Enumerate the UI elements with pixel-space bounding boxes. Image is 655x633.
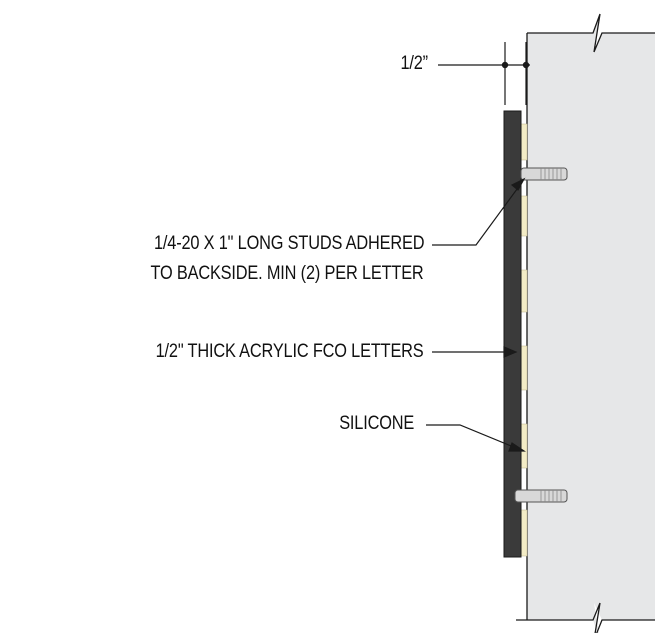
letters-leader <box>432 346 518 358</box>
gap-dimension <box>438 42 530 105</box>
letters-label: 1/2" THICK ACRYLIC FCO LETTERS <box>156 341 424 362</box>
studs-leader <box>432 177 526 246</box>
studs-label-line2: TO BACKSIDE. MIN (2) PER LETTER <box>150 263 424 284</box>
studs-label-line1: 1/4-20 X 1" LONG STUDS ADHERED <box>153 233 425 254</box>
stud-top <box>520 167 568 181</box>
gap-dimension-label: 1/2” <box>400 53 429 74</box>
wall-body <box>527 14 655 633</box>
silicone-leader <box>426 424 526 452</box>
silicone-label: SILICONE <box>339 413 414 434</box>
wall-top-break-line <box>527 13 655 53</box>
stud-bottom <box>514 489 568 503</box>
wall-bottom-break-line <box>516 602 655 633</box>
